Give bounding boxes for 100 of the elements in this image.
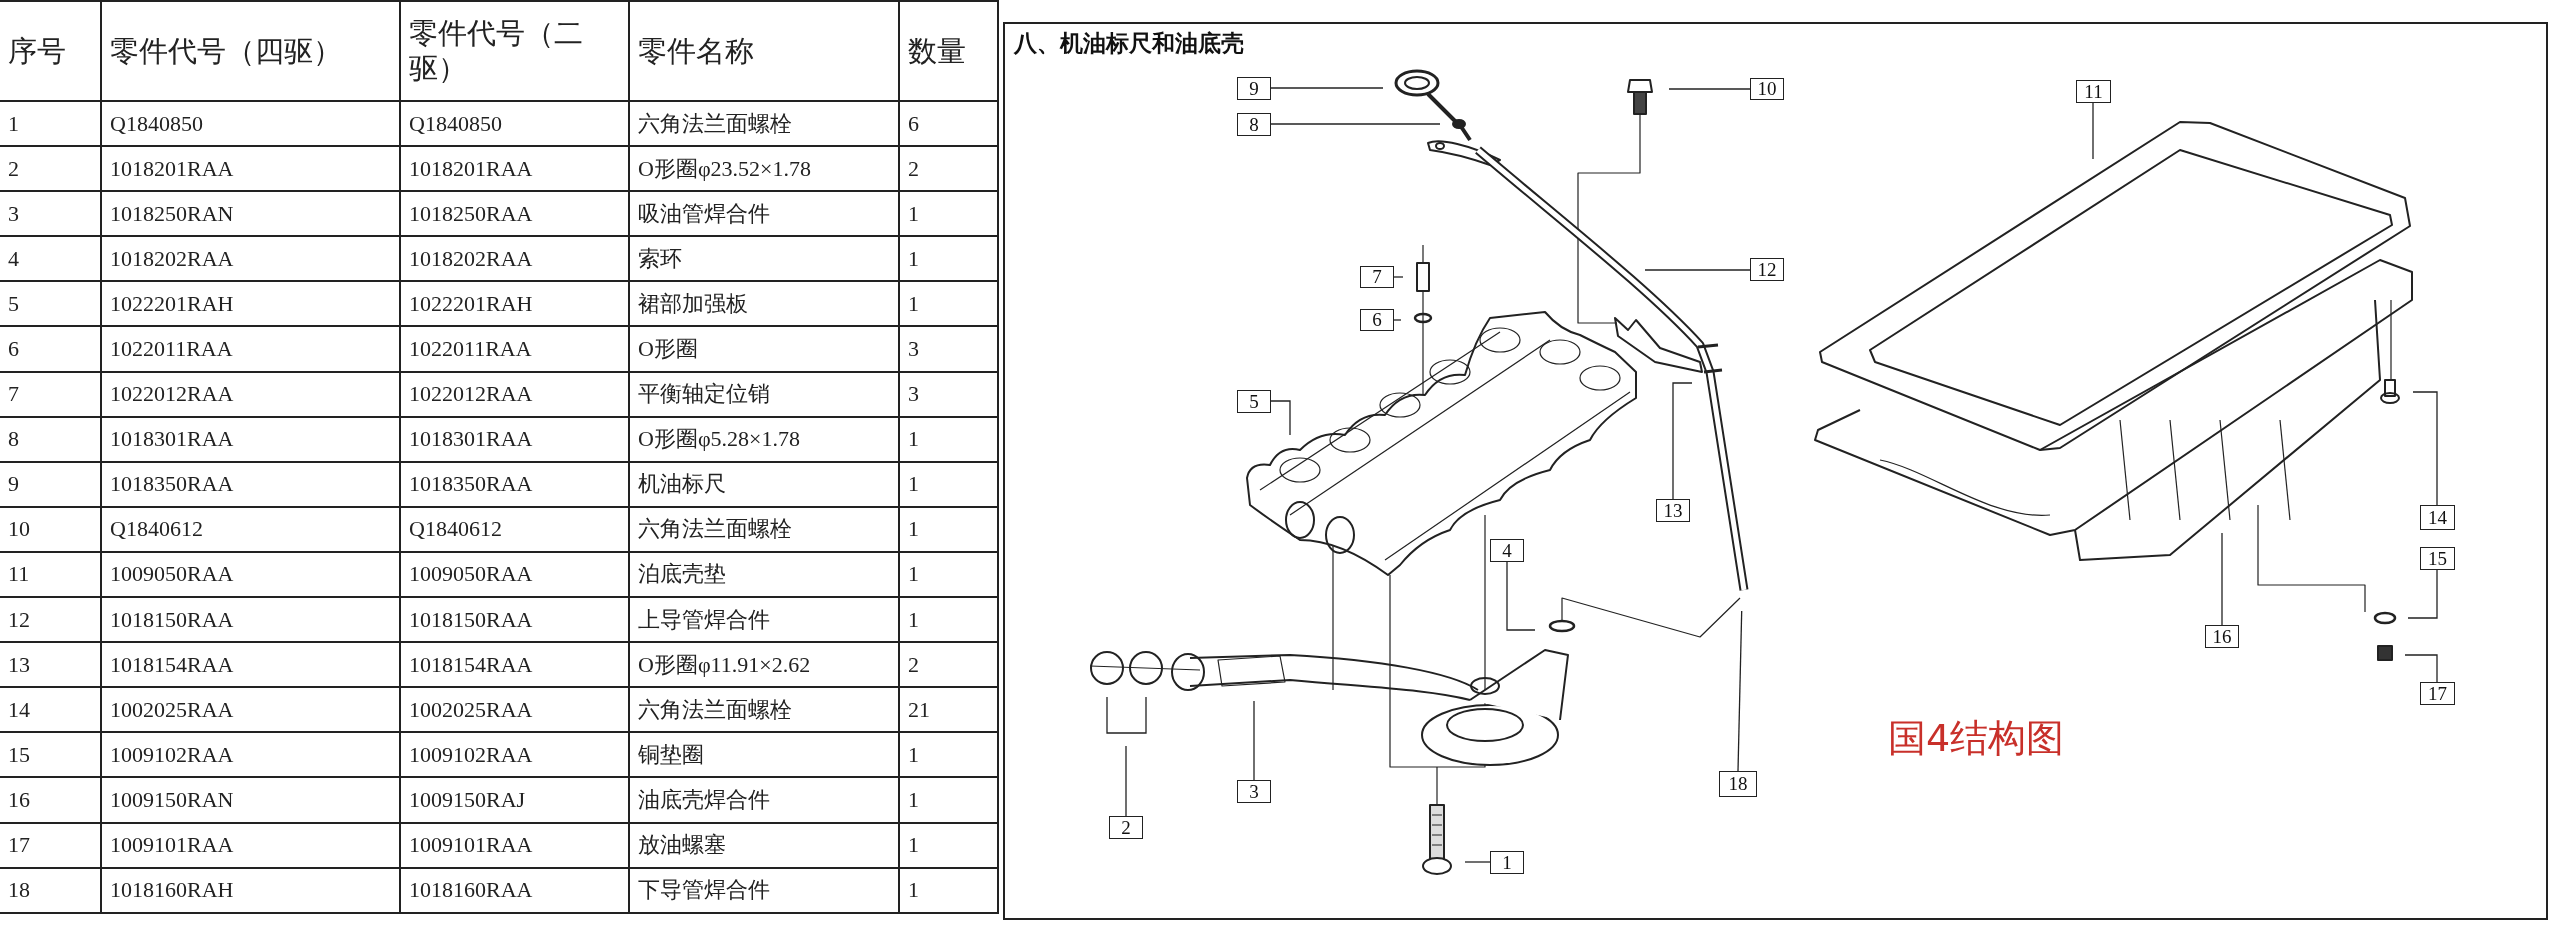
table-cell: 8 — [0, 416, 101, 462]
leader-line — [1270, 87, 1384, 89]
table-cell: 泊底壳垫 — [629, 551, 899, 598]
column-header: 零件名称 — [629, 1, 899, 101]
table-cell: 17 — [0, 822, 101, 868]
table-cell: 1018150RAA — [101, 597, 400, 643]
table-cell: 3 — [899, 371, 998, 417]
leader-line — [2404, 654, 2438, 683]
table-cell: 1002025RAA — [400, 687, 629, 733]
leader-line — [1253, 700, 1255, 781]
table-cell: 六角法兰面螺栓 — [629, 687, 899, 733]
leader-line — [1737, 610, 1743, 772]
table-cell: 1018202RAA — [400, 236, 629, 282]
table-cell: 12 — [0, 597, 101, 643]
callout-number: 18 — [1719, 771, 1757, 797]
callout-number: 12 — [1750, 258, 1784, 281]
leader-line — [1506, 561, 1536, 631]
leader-line — [2221, 532, 2223, 626]
table-cell: O形圈 — [629, 326, 899, 372]
table-cell: 裙部加强板 — [629, 281, 899, 327]
table-cell: O形圈φ11.91×2.62 — [629, 642, 899, 688]
table-cell: 1 — [899, 597, 998, 643]
table-cell: 1009050RAA — [400, 551, 629, 598]
table-cell: 1022201RAH — [400, 281, 629, 327]
table-cell: 6 — [0, 326, 101, 372]
table-cell: 1022012RAA — [400, 371, 629, 417]
table-cell: 9 — [0, 461, 101, 507]
table-cell: 2 — [899, 642, 998, 688]
table-cell: 3 — [899, 326, 998, 372]
table-cell: 六角法兰面螺栓 — [629, 101, 899, 147]
leader-line — [1270, 400, 1291, 436]
table-cell: 1018160RAA — [400, 867, 629, 913]
table-cell: 1009050RAA — [101, 551, 400, 598]
leader-line — [1393, 276, 1404, 278]
table-cell: 4 — [0, 236, 101, 282]
callout-number: 1 — [1490, 851, 1524, 874]
leader-line — [2092, 102, 2094, 160]
table-cell: Q1840850 — [101, 101, 400, 147]
table-cell: Q1840612 — [101, 506, 400, 552]
table-cell: 1018154RAA — [101, 642, 400, 688]
callout-number: 5 — [1237, 390, 1271, 413]
leader-line — [1644, 269, 1751, 271]
table-cell: 1018350RAA — [400, 461, 629, 507]
table-cell: 1018301RAA — [101, 416, 400, 462]
table-cell: 平衡轴定位销 — [629, 371, 899, 417]
leader-line — [1668, 88, 1751, 90]
table-cell: 11 — [0, 551, 101, 598]
table-cell: 1 — [899, 416, 998, 462]
table-cell: 1009102RAA — [101, 732, 400, 778]
table-cell: 1009150RAN — [101, 777, 400, 823]
leader-line — [1106, 696, 1147, 817]
table-cell: Q1840850 — [400, 101, 629, 147]
column-header: 零件代号（二驱） — [400, 1, 629, 101]
table-cell: 六角法兰面螺栓 — [629, 506, 899, 552]
table-cell: 1022011RAA — [400, 326, 629, 372]
table-cell: 1 — [899, 867, 998, 913]
table-cell: 机油标尺 — [629, 461, 899, 507]
callout-number: 2 — [1109, 816, 1143, 839]
callout-number: 10 — [1750, 78, 1784, 100]
table-cell: 1002025RAA — [101, 687, 400, 733]
table-cell: 3 — [0, 191, 101, 237]
callout-number: 4 — [1490, 539, 1524, 562]
table-cell: 1018154RAA — [400, 642, 629, 688]
table-cell: 1018350RAA — [101, 461, 400, 507]
table-cell: 1009101RAA — [400, 822, 629, 868]
table-cell: 1009150RAJ — [400, 777, 629, 823]
table-cell: 5 — [0, 281, 101, 327]
table-cell: 1009101RAA — [101, 822, 400, 868]
table-cell: 1018201RAA — [101, 146, 400, 192]
table-cell: 吸油管焊合件 — [629, 191, 899, 237]
table-cell: 2 — [899, 146, 998, 192]
callout-number: 9 — [1237, 77, 1271, 100]
callout-number: 11 — [2076, 80, 2111, 103]
callout-number: 17 — [2420, 682, 2455, 705]
table-cell: 1009102RAA — [400, 732, 629, 778]
column-header: 序号 — [0, 1, 101, 101]
callout-number: 15 — [2420, 547, 2455, 570]
table-cell: 索环 — [629, 236, 899, 282]
column-header: 数量 — [899, 1, 998, 101]
table-cell: 14 — [0, 687, 101, 733]
table-cell: 1 — [899, 236, 998, 282]
table-cell: 15 — [0, 732, 101, 778]
callout-number: 16 — [2205, 625, 2239, 648]
table-cell: 10 — [0, 506, 101, 552]
table-cell: 1 — [899, 506, 998, 552]
table-cell: 1022201RAH — [101, 281, 400, 327]
table-cell: 上导管焊合件 — [629, 597, 899, 643]
table-cell: 1018250RAN — [101, 191, 400, 237]
callout-number: 3 — [1237, 780, 1271, 803]
table-cell: 1 — [0, 101, 101, 147]
callout-number: 6 — [1360, 309, 1394, 331]
leader-line — [2407, 569, 2438, 619]
table-cell: 放油螺塞 — [629, 822, 899, 868]
table-cell: 7 — [0, 371, 101, 417]
table-cell: 下导管焊合件 — [629, 867, 899, 913]
callout-number: 7 — [1360, 266, 1394, 288]
table-cell: 2 — [0, 146, 101, 192]
column-header: 零件代号（四驱） — [101, 1, 400, 101]
table-cell: 1022012RAA — [101, 371, 400, 417]
callout-number: 8 — [1237, 113, 1271, 136]
